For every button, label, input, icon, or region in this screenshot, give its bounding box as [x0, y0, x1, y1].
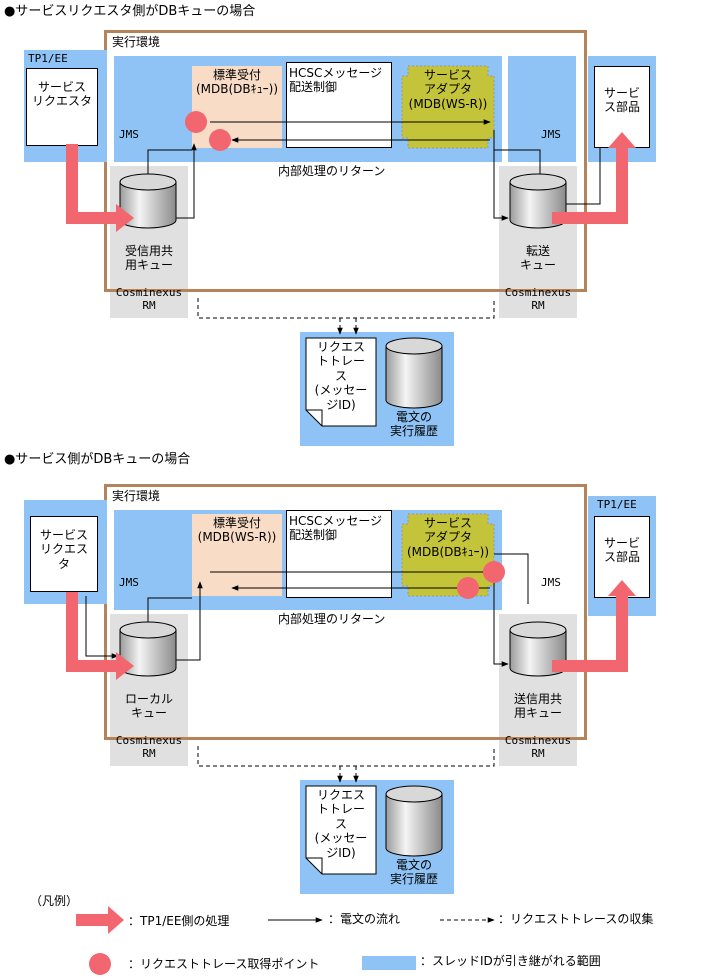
legend-tp1: ：TP1/EE側の処理	[128, 914, 230, 928]
trace-collect-1	[197, 298, 495, 319]
rm-left-label-2: Cosminexus RM	[115, 734, 183, 761]
flow-adapter-to-queue	[493, 130, 509, 221]
queue-right-label: 転送 キュー	[519, 244, 556, 273]
service-requester-label-2: サービス リクエス タ	[39, 528, 88, 571]
exec-env-frame-2	[104, 484, 587, 740]
tp1-processing-arrow-3	[66, 592, 134, 680]
history-db-cylinder	[385, 337, 443, 409]
rm-left-label: Cosminexus RM	[115, 286, 183, 313]
tp1-processing-arrow-2	[552, 132, 636, 224]
exec-env-label-2: 実行環境	[112, 489, 161, 503]
trace-point-1b	[209, 129, 231, 151]
service-requester-2	[30, 516, 98, 592]
db-queue-left-cylinder	[119, 173, 177, 229]
send-queue-cylinder	[509, 621, 567, 677]
history-db-cylinder-2	[385, 785, 443, 857]
history-label-2: 電文の 実行履歴	[389, 858, 438, 887]
flow-queue-to-recv	[176, 143, 197, 219]
jms-right-label: JMS	[541, 128, 561, 141]
standard-receiver-label: 標準受付 (MDB(DBｷｭｰ))	[195, 68, 279, 97]
service-requester-label: サービス リクエスタ	[31, 80, 92, 109]
exec-env-label: 実行環境	[112, 35, 161, 49]
tp1-processing-arrow-4	[552, 580, 636, 672]
tp1-label: TP1/EE	[28, 52, 68, 65]
legend-thread-range: ：スレッドIDが引き継がれる範囲	[420, 954, 601, 968]
jms-left-link-2	[147, 597, 192, 622]
jms-right-label-2: JMS	[541, 576, 561, 589]
queue-left-label: 受信用共 用キュー	[124, 244, 173, 273]
trace-document-2	[305, 785, 377, 875]
diagram-1-title: ●サービスリクエスタ側がDBキューの場合	[4, 4, 256, 19]
hcsc-delivery-control-2	[286, 510, 392, 598]
trace-point-2b	[457, 577, 479, 599]
hcsc-label: HCSCメッセージ 配送制御	[289, 66, 383, 95]
legend-trace-point	[89, 953, 111, 975]
trace-point-1a	[185, 111, 207, 133]
flow-adapter-to-sendq-b	[493, 580, 509, 667]
service-requester	[26, 68, 98, 146]
jms-left-label-2: JMS	[119, 576, 139, 589]
service-adapter-shape-2	[401, 513, 495, 597]
jms-right-link	[494, 149, 541, 174]
rm-right-label: Cosminexus RM	[504, 286, 572, 313]
flow-queue-to-recv-2	[176, 581, 203, 661]
service-adapter-label-2: サービス アダプタ (MDB(DBｷｭｰ))	[406, 516, 490, 559]
tp1-label-2: TP1/EE	[597, 498, 637, 511]
flow-adapter-to-sendq	[494, 553, 529, 604]
trace-point-2a	[483, 561, 505, 583]
legend-trace-collect: ：リクエストトレースの収集	[498, 912, 654, 926]
service-part-label: サービ ス部品	[603, 86, 640, 115]
queue-right-label-2: 送信用共 用キュー	[513, 692, 562, 721]
jms-left-label: JMS	[119, 128, 139, 141]
jms-left-link	[147, 149, 192, 174]
diagram-2-title: ●サービス側がDBキューの場合	[4, 452, 191, 467]
standard-receiver	[192, 66, 282, 148]
service-adapter-label: サービス アダプタ (MDB(WS-R))	[408, 68, 488, 111]
legend-trace-point-label: ：リクエストトレース取得ポイント	[128, 957, 320, 971]
queue-left-label-2: ローカル キュー	[124, 692, 173, 721]
trace-label: リクエス トトレー ス (メッセー ジID)	[314, 340, 368, 412]
legend-flow: ：電文の流れ	[328, 912, 401, 926]
hcsc-label-2: HCSCメッセージ 配送制御	[289, 514, 383, 543]
internal-return-label-2: 内部処理のリターン	[278, 612, 386, 626]
service-adapter-shape	[401, 65, 495, 149]
history-label: 電文の 実行履歴	[389, 410, 438, 439]
hcsc-delivery-control	[286, 62, 392, 148]
standard-receiver-label-2: 標準受付 (MDB(WS-R))	[197, 516, 277, 545]
internal-return-label: 内部処理のリターン	[278, 164, 386, 178]
jms-area-right	[508, 56, 576, 162]
tp1-processing-arrow-1	[66, 144, 134, 232]
legend-title: （凡例）	[30, 894, 79, 908]
trace-collect-2	[197, 746, 495, 767]
trace-document	[305, 337, 377, 427]
flow-requester-to-queue	[85, 596, 119, 659]
trace-label-2: リクエス トトレー ス (メッセー ジID)	[314, 788, 368, 860]
standard-receiver-2	[192, 514, 282, 596]
legend-red-arrow	[76, 906, 124, 934]
flow-queue-to-service	[566, 148, 601, 205]
legend-blue-range	[362, 956, 416, 970]
rm-right-label-2: Cosminexus RM	[504, 734, 572, 761]
service-part-label-2: サービ ス部品	[603, 536, 640, 565]
